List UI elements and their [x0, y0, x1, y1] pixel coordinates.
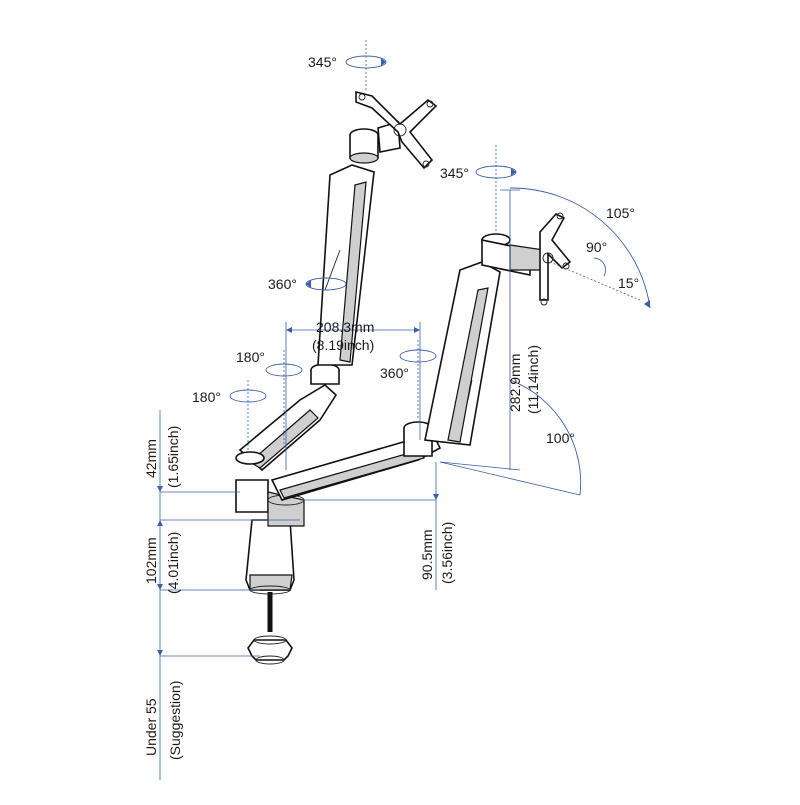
tilt-90-indicator	[549, 257, 641, 301]
tilt-105-label: 105°	[606, 205, 635, 221]
swivel-base-left-indicator	[229, 380, 267, 450]
base-pole	[245, 519, 295, 595]
swivel-elbow-right-label: 360°	[380, 365, 409, 381]
gap-in-label: (1.65inch)	[165, 426, 181, 488]
tilt-90-label: 90°	[586, 239, 607, 255]
top-monitor-head	[349, 120, 401, 164]
drop-in-label: (3.56inch)	[439, 522, 455, 584]
left-lower-arm	[235, 363, 340, 472]
pole-in-label: (4.01inch)	[165, 532, 181, 594]
top-vesa-plate	[355, 90, 438, 170]
rot-top-monitor-label: 345°	[308, 54, 337, 70]
arm-tilt-100-label: 100°	[546, 430, 575, 446]
rot-right-monitor-label: 345°	[440, 165, 469, 181]
rot-top-monitor-indicator	[345, 40, 387, 92]
right-lower-arm	[270, 421, 442, 501]
left-vertical-dimensions	[157, 410, 300, 780]
swivel-left-arm-indicator	[305, 277, 347, 291]
swivel-elbow-right-indicator	[399, 340, 437, 420]
arm-tilt-100-indicator	[439, 379, 582, 496]
width-dimension	[285, 322, 421, 470]
height-mm-label: 282.9mm	[507, 354, 523, 412]
swivel-base-left-label: 180°	[192, 389, 221, 405]
desk-clamp	[247, 592, 293, 665]
drop-mm-label: 90.5mm	[419, 529, 435, 580]
tilt-15-label: 15°	[618, 275, 639, 291]
width-in-label: (8.19inch)	[312, 337, 374, 353]
left-upper-arm	[317, 164, 375, 366]
clamp-text-label: Under 55	[143, 698, 159, 756]
gap-mm-label: 42mm	[143, 439, 159, 478]
right-vesa-plate	[539, 212, 572, 306]
right-monitor-head	[481, 233, 545, 276]
tilt-105-indicator	[509, 187, 651, 309]
swivel-left-elbow-label: 180°	[236, 349, 265, 365]
height-in-label: (11.14inch)	[525, 345, 541, 414]
width-mm-label: 208.3mm	[316, 319, 374, 335]
drop-dimension	[300, 462, 439, 590]
right-upper-arm	[424, 261, 501, 446]
clamp-sub-label: (Suggestion)	[167, 681, 183, 760]
swivel-left-arm-label: 360°	[268, 276, 297, 292]
height-dimension	[439, 189, 521, 471]
pole-mm-label: 102mm	[143, 537, 159, 584]
swivel-left-elbow-indicator	[265, 350, 303, 450]
rot-right-monitor-indicator	[475, 145, 517, 235]
